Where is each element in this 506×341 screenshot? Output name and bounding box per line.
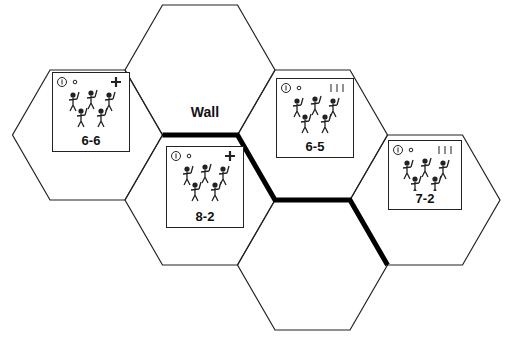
soldier-figure <box>293 98 303 117</box>
counter-art <box>53 73 129 133</box>
counter-art <box>389 141 461 191</box>
counter-art <box>167 147 243 209</box>
hex <box>125 5 275 135</box>
strength-value: 8-2 <box>167 210 243 224</box>
wall-label: Wall <box>188 104 222 120</box>
strength-value: 6-5 <box>277 140 353 154</box>
soldier-figure <box>301 114 311 133</box>
soldier-figure <box>411 176 421 191</box>
soldier-figure <box>431 176 441 191</box>
hex <box>238 70 388 200</box>
unit-figures <box>293 96 339 133</box>
soldier-figure <box>87 90 97 109</box>
unit-counter: 8-2 <box>166 146 244 228</box>
soldier-figure <box>421 158 431 177</box>
hex-grid <box>13 5 501 330</box>
strength-value: 6-6 <box>53 134 129 148</box>
hex <box>238 200 388 330</box>
soldier-figure <box>77 108 87 127</box>
soldier-figure <box>69 92 79 111</box>
soldier-figure <box>201 164 211 183</box>
unit-figures <box>183 164 229 201</box>
hex <box>350 135 500 265</box>
soldier-figure <box>191 182 201 201</box>
unit-symbols <box>58 77 122 87</box>
unit-counter: 6-5 <box>276 78 354 158</box>
unit-counter: 6-6 <box>52 72 130 152</box>
hex <box>125 135 275 265</box>
unit-symbols <box>394 146 452 155</box>
unit-figures <box>403 158 449 191</box>
soldier-figure <box>97 108 107 127</box>
counter-art <box>277 79 353 139</box>
unit-figures <box>69 90 115 127</box>
soldier-figure <box>183 166 193 185</box>
unit-symbols <box>172 151 236 161</box>
soldier-figure <box>321 114 331 133</box>
unit-symbols <box>282 84 344 93</box>
soldier-figure <box>403 160 413 179</box>
unit-counter: 7-2 <box>388 140 462 210</box>
strength-value: 7-2 <box>389 192 461 206</box>
soldier-figure <box>211 182 221 201</box>
soldier-figure <box>311 96 321 115</box>
hex <box>13 70 163 200</box>
